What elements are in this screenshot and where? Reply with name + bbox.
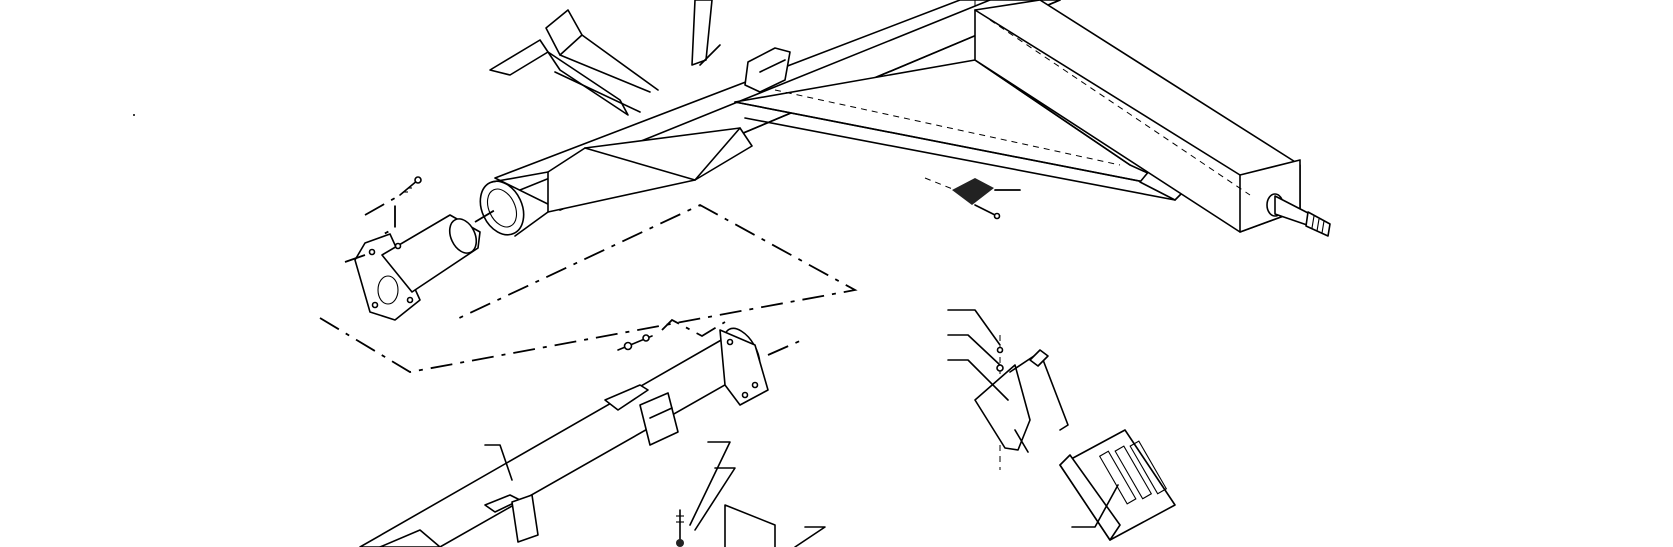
lower-tube-bracket-upper	[604, 384, 679, 446]
lower-long-tube	[359, 327, 769, 547]
assembly-line-upper	[319, 196, 858, 373]
bottom-fastener	[676, 509, 684, 547]
leader-hitch-pin	[947, 309, 1001, 346]
upper-left-bracket	[489, 9, 659, 116]
hitch-clip	[974, 335, 1069, 470]
leader-clip-washer	[947, 334, 1001, 366]
leader-bottom-spring	[694, 467, 736, 531]
flange-tube-coupler	[354, 214, 481, 321]
lower-bolt-nut	[617, 318, 803, 356]
axle-spindle	[1266, 193, 1331, 237]
callout-leaders	[484, 189, 1119, 547]
beam-taper-plate	[547, 127, 753, 213]
leader-warning-plate	[1071, 484, 1119, 528]
stray-speck	[133, 114, 135, 116]
leader-bottom-bolt	[689, 441, 731, 526]
leader-bottom-plate	[794, 526, 826, 547]
lower-tube-bracket-lower	[379, 494, 539, 547]
a-frame-triangle	[734, 59, 1186, 201]
vertical-post	[691, 0, 721, 66]
upper-bolt	[399, 176, 422, 196]
reflector-plate	[924, 177, 1021, 220]
beam-small-bracket	[744, 47, 791, 93]
leader-lower-tube	[484, 444, 513, 481]
beam-tube-end	[479, 171, 549, 237]
leader-clip-body	[947, 359, 1009, 401]
bottom-plate-edge	[724, 504, 776, 547]
